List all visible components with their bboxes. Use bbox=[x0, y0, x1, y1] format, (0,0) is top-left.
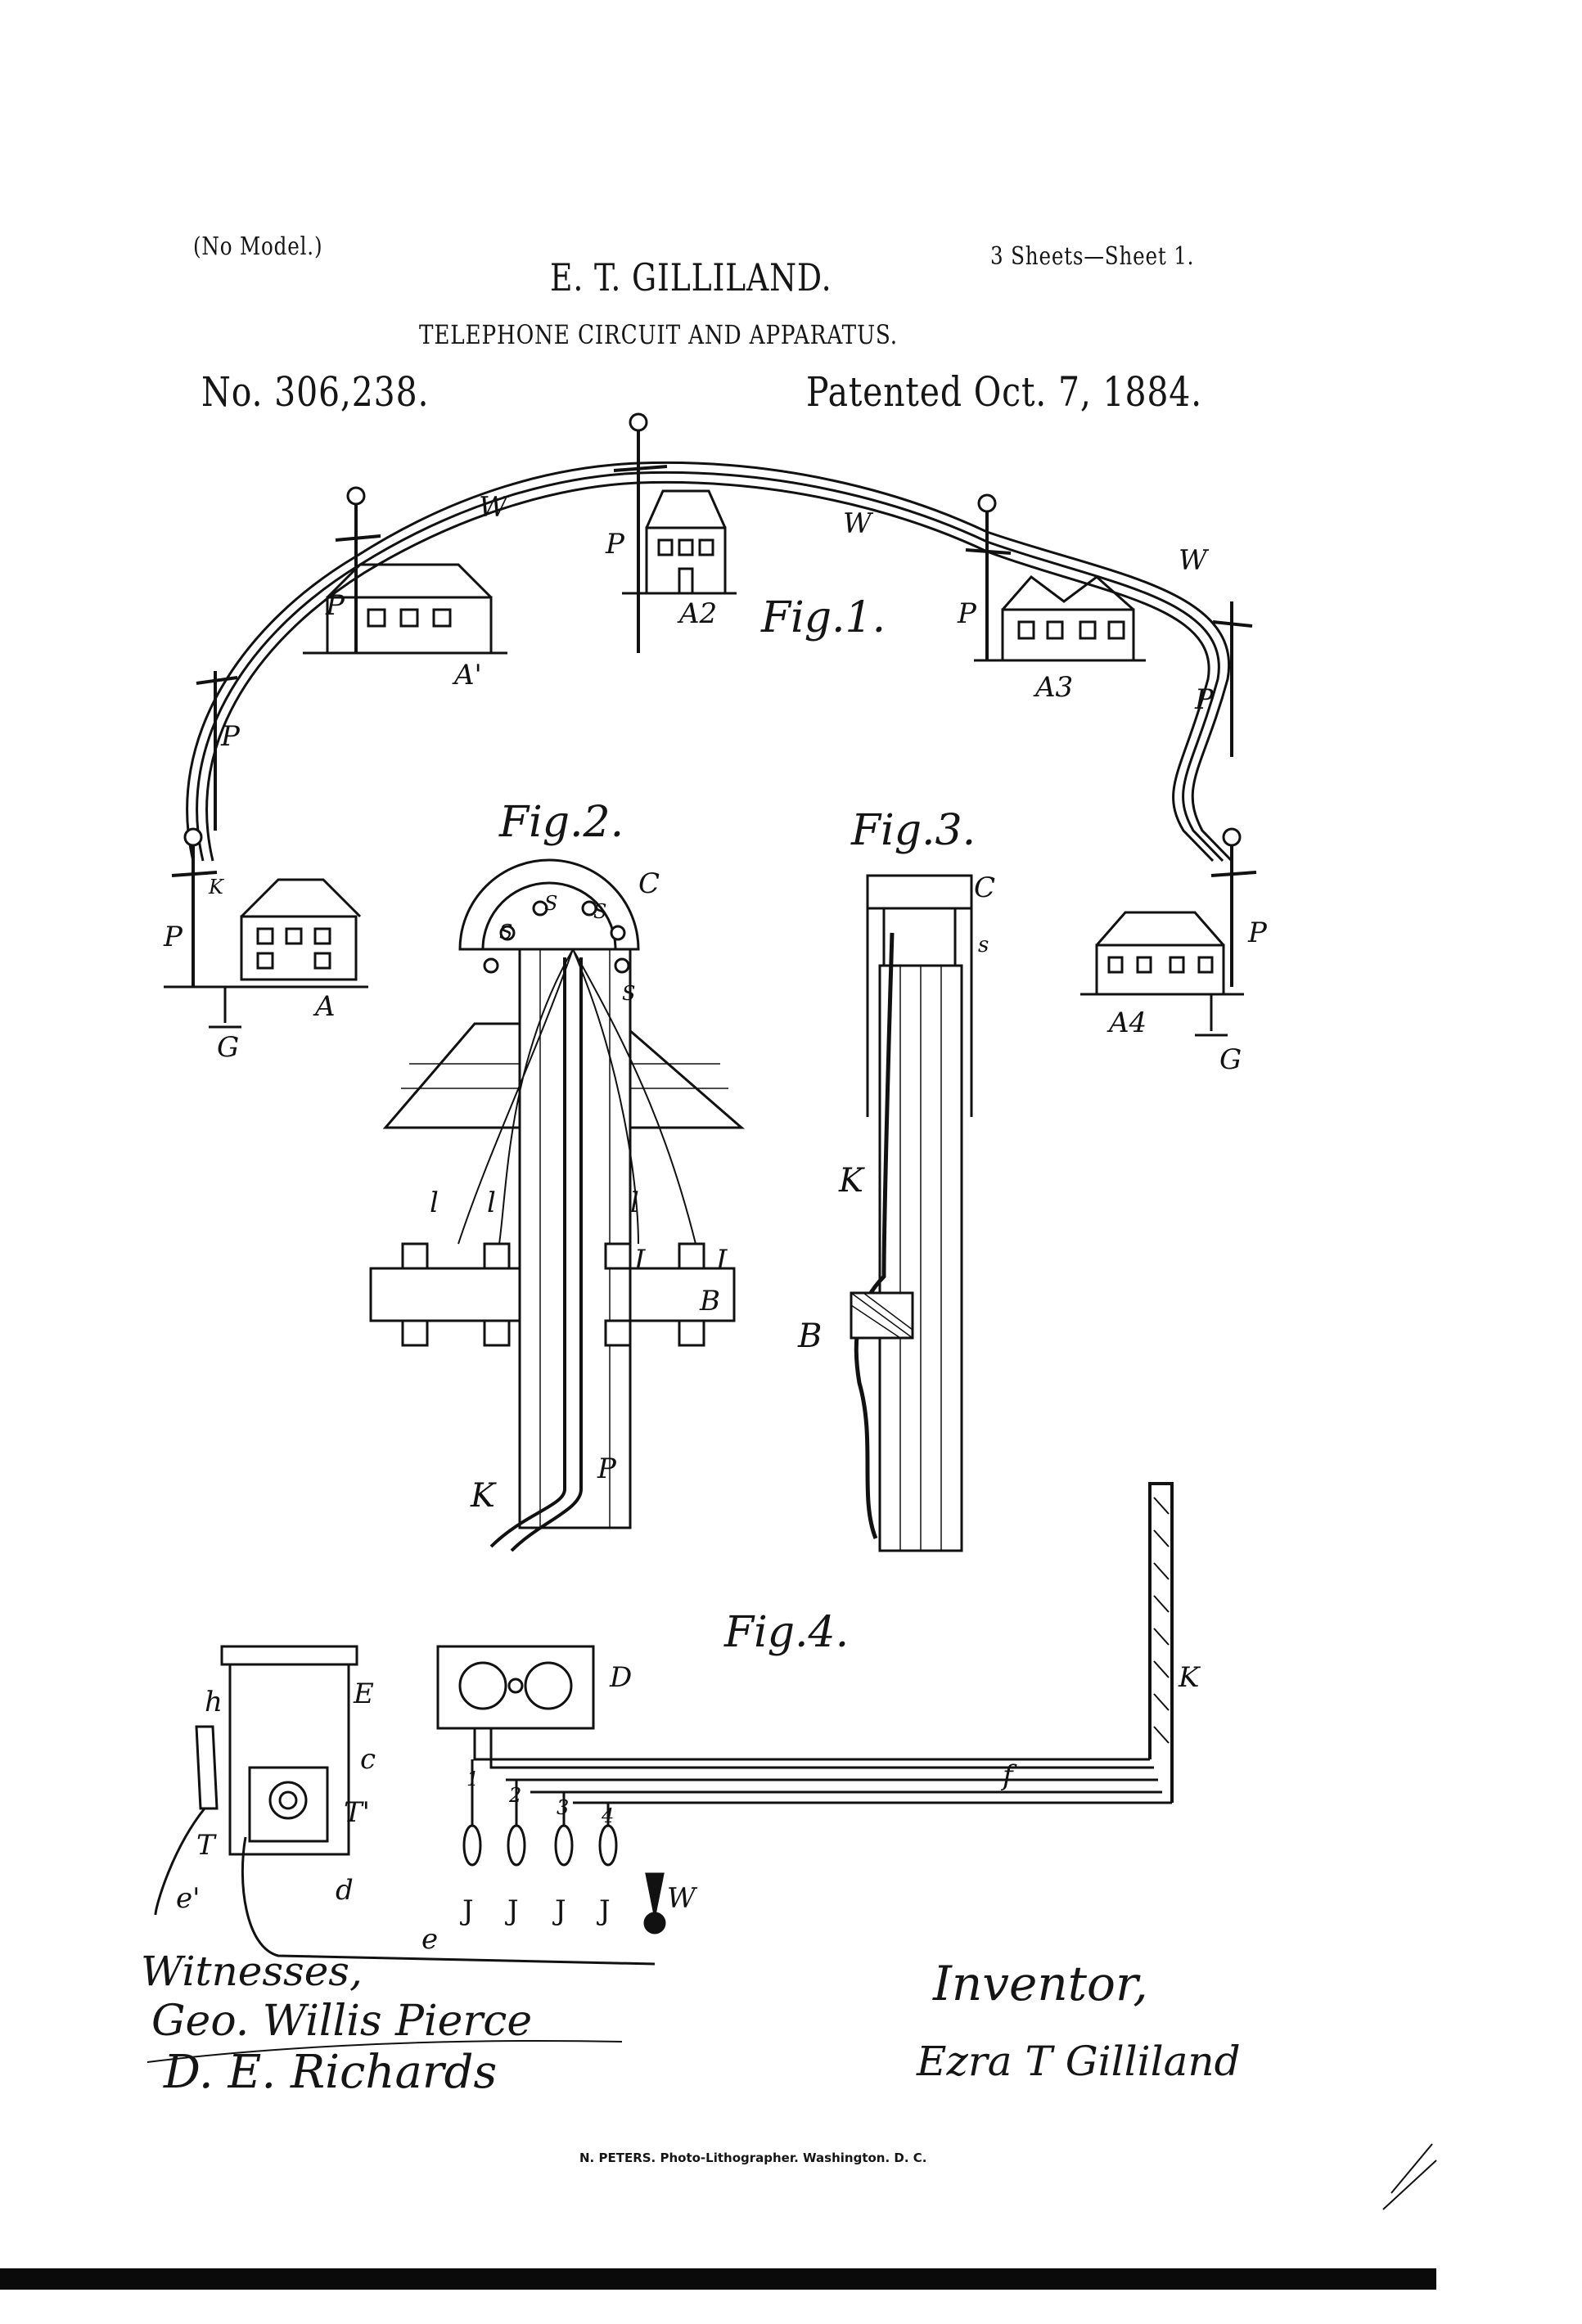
ref-label: S bbox=[499, 921, 513, 944]
ref-label: J bbox=[599, 1894, 611, 1927]
ref-label: 1 bbox=[466, 1768, 480, 1790]
ref-label: G bbox=[217, 1031, 240, 1064]
ref-label: e bbox=[421, 1923, 439, 1956]
ref-label: P bbox=[326, 589, 345, 622]
fig2-pole-head bbox=[369, 858, 746, 1552]
ref-label: S bbox=[593, 900, 607, 923]
ref-label: P bbox=[164, 921, 183, 953]
ref-label: h bbox=[205, 1686, 223, 1718]
inventor-name: E. T. GILLILAND. bbox=[550, 255, 832, 300]
ref-label: P bbox=[1248, 917, 1267, 949]
ground-a4 bbox=[1195, 994, 1228, 1037]
ref-label: J bbox=[462, 1894, 474, 1927]
signature-underline bbox=[146, 2040, 623, 2063]
ref-label: K bbox=[471, 1477, 495, 1515]
ref-label: W bbox=[1179, 544, 1207, 577]
fig4-title: Fig.4. bbox=[724, 1608, 850, 1657]
ref-label: l bbox=[487, 1187, 496, 1219]
patent-number: No. 306,238. bbox=[201, 368, 430, 416]
ref-label: d bbox=[336, 1874, 354, 1907]
ref-label: C bbox=[638, 867, 660, 900]
ref-label: J bbox=[507, 1894, 519, 1927]
ref-label: C bbox=[974, 872, 996, 904]
ref-label: c bbox=[360, 1743, 376, 1776]
witnesses-label: Witnesses, bbox=[141, 1948, 363, 1995]
scan-mark bbox=[1382, 2143, 1437, 2210]
ref-label: P bbox=[958, 597, 976, 630]
insulators bbox=[183, 412, 1242, 847]
fig4-apparatus bbox=[154, 1482, 1174, 1966]
witness-signature-2: D. E. Richards bbox=[164, 2046, 498, 2099]
sheet-info: 3 Sheets—Sheet 1. bbox=[990, 242, 1195, 271]
inventor-label: Inventor, bbox=[933, 1956, 1148, 2011]
ref-label: I bbox=[716, 1244, 728, 1277]
ref-label: W bbox=[843, 507, 872, 540]
model-note: (No Model.) bbox=[193, 232, 323, 261]
ref-label: W bbox=[479, 491, 507, 524]
ref-label: E bbox=[354, 1678, 374, 1710]
ref-label: A bbox=[315, 990, 336, 1023]
fig1-overhead-wires bbox=[186, 461, 1233, 862]
ref-label: f bbox=[1003, 1759, 1013, 1792]
patent-date: Patented Oct. 7, 1884. bbox=[806, 368, 1203, 416]
ref-label: e' bbox=[176, 1882, 201, 1915]
ref-label: T' bbox=[344, 1796, 371, 1829]
ref-label: K bbox=[209, 876, 223, 899]
ref-label: S bbox=[622, 982, 636, 1005]
ref-label: A3 bbox=[1035, 671, 1074, 704]
ground-a bbox=[209, 987, 241, 1029]
ref-label: B bbox=[798, 1317, 823, 1355]
scan-border bbox=[0, 2268, 1436, 2290]
ref-label: S bbox=[544, 892, 558, 915]
ref-label: T bbox=[196, 1829, 215, 1862]
ref-label: 3 bbox=[557, 1796, 570, 1819]
fig3-title: Fig.3. bbox=[851, 806, 976, 855]
ref-label: 2 bbox=[509, 1784, 522, 1807]
ref-label: I bbox=[634, 1244, 646, 1277]
ref-label: D bbox=[610, 1661, 633, 1694]
house-a1 bbox=[326, 563, 493, 655]
ref-label: J bbox=[555, 1894, 566, 1927]
ref-label: l bbox=[630, 1187, 639, 1219]
ref-label: B bbox=[700, 1285, 720, 1317]
ref-label: A' bbox=[454, 659, 482, 691]
ref-label: s bbox=[978, 933, 989, 957]
fig1-poles bbox=[171, 430, 1257, 987]
fig1-houses bbox=[164, 489, 1244, 1037]
ref-label: A2 bbox=[679, 597, 718, 630]
ref-label: 4 bbox=[602, 1804, 615, 1827]
ref-label: P bbox=[606, 528, 624, 561]
ref-label: A4 bbox=[1109, 1007, 1147, 1039]
witness-signature-1: Geo. Willis Pierce bbox=[151, 1997, 533, 2046]
fig2-title: Fig.2. bbox=[499, 798, 624, 847]
patent-title: TELEPHONE CIRCUIT AND APPARATUS. bbox=[419, 319, 898, 350]
ref-label: P bbox=[221, 720, 240, 753]
fig3-pole-section bbox=[850, 874, 973, 1552]
house-a2 bbox=[645, 489, 727, 595]
ref-label: P bbox=[597, 1452, 616, 1485]
inventor-signature: Ezra T Gilliland bbox=[917, 2038, 1241, 2085]
house-a3 bbox=[1001, 574, 1135, 662]
ref-label: K bbox=[839, 1162, 863, 1200]
ref-label: G bbox=[1219, 1043, 1242, 1076]
ref-label: W bbox=[667, 1882, 696, 1915]
fig1-title: Fig.1. bbox=[761, 593, 886, 642]
lithographer-credit: N. PETERS. Photo-Lithographer. Washingto… bbox=[579, 2151, 927, 2165]
ref-label: K bbox=[1179, 1661, 1200, 1694]
ref-label: l bbox=[430, 1187, 439, 1219]
house-a4 bbox=[1095, 911, 1225, 996]
house-a bbox=[240, 878, 362, 981]
ref-label: P bbox=[1195, 683, 1214, 716]
